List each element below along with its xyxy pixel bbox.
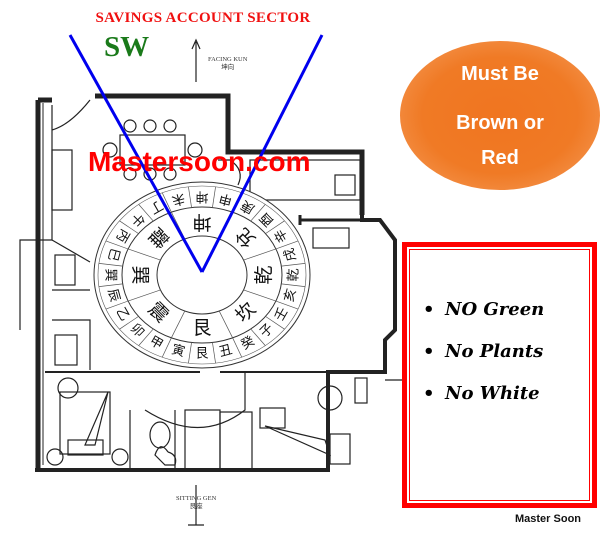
compass-divider xyxy=(98,263,123,267)
compass-divider xyxy=(98,283,123,287)
luopan-compass: 坤兌乾坎艮震巽離 坤申庚酉辛戌乾亥壬子癸丑艮寅甲卯乙辰巽巳丙午丁未 xyxy=(93,181,311,369)
compass-divider xyxy=(127,289,161,302)
mountain-label: 巳 xyxy=(104,246,122,262)
rules-list: •NO Green •No Plants •No White xyxy=(423,299,544,425)
facing-label: FACING KUN 坤向 xyxy=(208,56,247,72)
mountain-label: 辰 xyxy=(104,287,122,303)
mountain-label: 坤 xyxy=(195,189,208,204)
trigram-label: 巽 xyxy=(129,265,151,284)
mountain-label: 未 xyxy=(170,190,186,208)
compass-divider xyxy=(188,186,192,208)
credit: Master Soon xyxy=(515,513,582,525)
sitting-chinese: 艮座 xyxy=(189,503,203,510)
bullet-icon: • xyxy=(423,383,435,404)
compass-divider xyxy=(138,328,154,346)
sector-line-right xyxy=(200,34,324,273)
color-requirement-bubble: Must Be Brown or Red xyxy=(400,41,600,190)
compass-divider xyxy=(188,342,192,364)
trigram-label: 乾 xyxy=(253,265,275,284)
compass-divider xyxy=(161,337,172,358)
compass-divider xyxy=(218,310,233,338)
bubble-line-2: Brown or xyxy=(456,112,544,134)
compass-divider xyxy=(265,316,285,330)
compass-divider xyxy=(212,186,216,208)
mountain-label: 丑 xyxy=(218,342,234,360)
compass-divider xyxy=(275,240,299,250)
mountain-label: 寅 xyxy=(170,341,187,360)
compass-divider xyxy=(250,204,266,222)
compass-divider xyxy=(119,220,139,234)
compass-divider xyxy=(250,328,266,346)
mountain-label: 辛 xyxy=(272,226,291,245)
trigram-label: 艮 xyxy=(192,317,211,339)
compass-divider xyxy=(105,300,129,310)
mountain-label: 甲 xyxy=(147,334,166,353)
facing-text: FACING KUN xyxy=(208,56,248,63)
mountain-label: 亥 xyxy=(282,287,300,303)
compass-divider xyxy=(212,342,216,364)
direction-label: SW xyxy=(104,31,150,63)
mountain-label: 乾 xyxy=(287,268,302,281)
sector-line-left xyxy=(68,34,204,273)
compass-divider xyxy=(171,310,186,338)
compass-divider xyxy=(127,248,161,261)
sitting-text: SITTING GEN xyxy=(176,495,217,502)
rules-box-inner-border xyxy=(409,249,590,501)
mountain-label: 申 xyxy=(218,190,234,208)
sitting-label: SITTING GEN 艮座 xyxy=(176,495,216,511)
compass-divider xyxy=(138,204,154,222)
compass-divider xyxy=(232,337,243,358)
rule-item: •No Plants xyxy=(423,341,544,362)
compass-divider xyxy=(281,283,306,287)
mountain-label: 丁 xyxy=(147,197,166,216)
compass-divider xyxy=(265,220,285,234)
compass-divider xyxy=(161,192,172,213)
mountain-label: 戌 xyxy=(282,246,300,262)
rules-box: •NO Green •No Plants •No White xyxy=(402,242,597,508)
mountain-label: 巽 xyxy=(103,268,118,281)
compass-divider xyxy=(105,240,129,250)
bullet-icon: • xyxy=(423,299,435,320)
bullet-icon: • xyxy=(423,341,435,362)
watermark: Mastersoon.com xyxy=(88,146,311,177)
mountain-label: 癸 xyxy=(239,334,258,353)
mountain-label: 艮 xyxy=(195,347,208,362)
bubble-line-3: Red xyxy=(481,147,519,169)
compass-divider xyxy=(281,263,306,267)
sector-title: SAVINGS ACCOUNT SECTOR xyxy=(95,10,311,26)
compass-divider xyxy=(119,316,139,330)
rule-item: •NO Green xyxy=(423,299,545,320)
facing-chinese: 坤向 xyxy=(221,64,235,71)
mountain-label: 壬 xyxy=(272,305,291,324)
mountain-label: 乙 xyxy=(113,305,132,324)
compass-divider xyxy=(243,248,277,261)
mountain-label: 丙 xyxy=(113,226,132,245)
compass-divider xyxy=(243,289,277,302)
bubble-line-1: Must Be xyxy=(461,63,539,85)
compass-divider xyxy=(275,300,299,310)
trigram-label: 坤 xyxy=(192,211,211,233)
rule-item: •No White xyxy=(423,383,540,404)
